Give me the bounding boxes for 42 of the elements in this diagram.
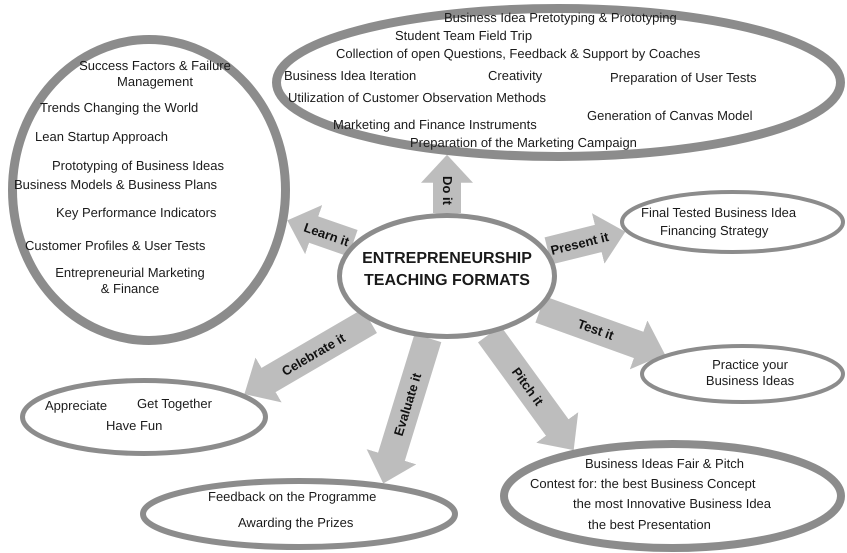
topic-text: Business Idea Iteration: [284, 68, 416, 84]
topic-text: Lean Startup Approach: [35, 129, 168, 145]
topic-ellipse: [140, 478, 458, 550]
topic-text: Trends Changing the World: [40, 100, 198, 116]
topic-text: Contest for: the best Business Concept: [530, 476, 756, 492]
edge-label: Do it: [439, 176, 454, 206]
edge-label: Test it: [576, 316, 616, 343]
topic-text: Awarding the Prizes: [238, 515, 354, 531]
topic-text: Business Ideas Fair & Pitch: [585, 456, 744, 472]
topic-ellipse: [500, 440, 845, 552]
topic-ellipse: [272, 4, 845, 161]
topic-text: Marketing and Finance Instruments: [333, 117, 537, 133]
topic-text: the most Innovative Business Idea: [573, 496, 772, 512]
topic-text: Have Fun: [106, 418, 162, 434]
topic-ellipse: [620, 190, 845, 254]
topic-text: Financing Strategy: [660, 223, 768, 239]
topic-text: Get Together: [137, 396, 212, 412]
topic-text: Collection of open Questions, Feedback & Support by Coaches: [336, 46, 700, 62]
topic-text: Generation of Canvas Model: [587, 108, 752, 124]
topic-text: Utilization of Customer Observation Methods: [288, 90, 546, 106]
topic-text: Business Idea Pretotyping & Prototyping: [444, 10, 677, 26]
topic-text: the best Presentation: [588, 517, 711, 533]
topic-text: Preparation of User Tests: [610, 70, 756, 86]
topic-text: Practice your Business Ideas: [704, 357, 796, 389]
topic-text: Preparation of the Marketing Campaign: [410, 135, 637, 151]
topic-text: Customer Profiles & User Tests: [25, 238, 206, 254]
topic-text: Key Performance Indicators: [56, 205, 216, 221]
topic-text: Feedback on the Programme: [208, 489, 376, 505]
topic-text: Student Team Field Trip: [395, 28, 532, 44]
topic-text: Final Tested Business Idea: [641, 205, 796, 221]
block-arrow: [421, 154, 473, 213]
topic-text: Prototyping of Business Ideas: [52, 158, 224, 174]
topic-text: Creativity: [488, 68, 542, 84]
topic-text: Success Factors & Failure Management: [78, 58, 232, 90]
topic-text: Appreciate: [45, 398, 108, 414]
edge-label: Learn it: [302, 219, 352, 249]
topic-ellipse: [640, 344, 845, 404]
topic-text: Entrepreneurial Marketing & Finance: [55, 265, 205, 297]
topic-text: Business Models & Business Plans: [14, 177, 218, 193]
topic-ellipse: [20, 378, 268, 456]
central-title: ENTREPRENEURSHIP TEACHING FORMATS: [361, 249, 533, 291]
edge-label: Present it: [549, 228, 611, 258]
